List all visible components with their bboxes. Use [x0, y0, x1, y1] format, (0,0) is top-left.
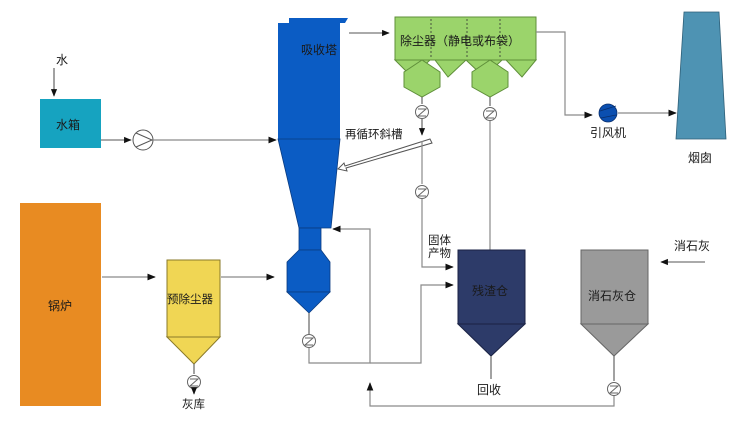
fan-label: 引风机: [590, 126, 626, 140]
absorber-upper-body[interactable]: [278, 23, 340, 139]
residue-bin-hopper: [456, 323, 527, 357]
solid-product-label-2: 产物: [428, 246, 451, 260]
rotary-valve-icon[interactable]: [302, 334, 316, 348]
chimney-body[interactable]: [675, 11, 727, 140]
dust-hopper: [433, 59, 468, 78]
recycle-label: 回收: [477, 383, 501, 397]
absorber-hopper: [286, 291, 331, 314]
residue-bin[interactable]: 残渣仓: [456, 249, 527, 357]
water-tank-label: 水箱: [56, 117, 80, 132]
dust-collector[interactable]: 除尘器（静电或布袋）: [393, 16, 538, 98]
solid-product-line: [421, 199, 454, 271]
ash-storage-label: 灰库: [182, 397, 205, 411]
rotary-valve-icon[interactable]: [187, 375, 201, 389]
pre-collector-hopper: [165, 336, 222, 365]
absorber-lower-chamber: [286, 249, 331, 293]
pre-collector-label: 预除尘器: [167, 292, 213, 306]
lime-input-label: 消石灰: [674, 239, 710, 253]
dust-hopper: [504, 59, 538, 78]
water-tank-body[interactable]: [40, 99, 101, 148]
lime-bin-hopper: [579, 323, 650, 357]
lime-bin[interactable]: 消石灰仓: [579, 249, 650, 357]
dust-collector-to-fan-line: [536, 31, 593, 119]
rotary-valve-icon[interactable]: [415, 105, 429, 119]
rotary-valve-icon[interactable]: [483, 107, 497, 121]
residue-bin-label: 残渣仓: [472, 284, 508, 298]
boiler-label: 锅炉: [48, 298, 72, 313]
lime-bin-body[interactable]: [580, 249, 649, 325]
recirculation-chute: [337, 138, 433, 172]
rotary-valve-icon[interactable]: [415, 185, 429, 199]
absorber-label: 吸收塔: [301, 43, 337, 57]
solid-product-label-1: 固体: [428, 233, 451, 247]
recirc-chute-label: 再循环斜槽: [345, 127, 403, 141]
boiler[interactable]: 锅炉: [20, 203, 101, 406]
pre-collector[interactable]: 预除尘器: [165, 259, 222, 365]
absorber-top-cap: [289, 18, 348, 23]
absorber-venturi-cone: [277, 138, 341, 229]
lime-to-absorber-line: [366, 382, 615, 407]
pre-collector-body[interactable]: [166, 259, 221, 338]
boiler-body[interactable]: [20, 203, 101, 406]
absorber-throat: [298, 227, 322, 251]
chimney[interactable]: 烟囱: [675, 11, 727, 165]
bottom-to-residue-line: [370, 281, 454, 364]
chimney-label: 烟囱: [688, 151, 712, 165]
absorber-tower[interactable]: 吸收塔: [277, 18, 348, 314]
pump-icon[interactable]: [132, 129, 154, 151]
water-input: 水: [50, 53, 68, 97]
residue-bin-body[interactable]: [457, 249, 526, 325]
water-input-label: 水: [56, 53, 68, 67]
fan-icon[interactable]: [598, 103, 618, 123]
dust-collector-label: 除尘器（静电或布袋）: [400, 33, 520, 48]
lime-bin-label: 消石灰仓: [588, 289, 636, 303]
water-tank[interactable]: 水箱: [40, 99, 101, 148]
rotary-valve-icon[interactable]: [607, 382, 621, 396]
